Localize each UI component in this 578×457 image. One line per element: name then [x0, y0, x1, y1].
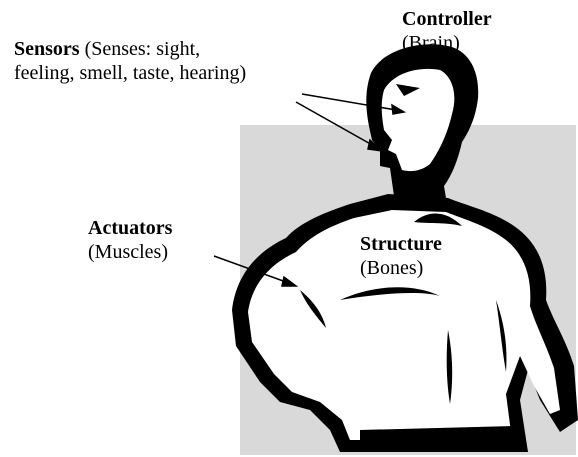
sensors-note-line1: (Senses: sight,	[80, 38, 201, 60]
actuators-note: (Muscles)	[88, 241, 168, 263]
actuators-label: Actuators (Muscles)	[88, 216, 172, 264]
structure-note: (Bones)	[360, 257, 423, 279]
structure-label: Structure (Bones)	[360, 232, 442, 280]
sensors-label: Sensors (Senses: sight, feeling, smell, …	[14, 37, 344, 85]
waist-band-icon	[360, 426, 514, 452]
actuators-title: Actuators	[88, 217, 172, 239]
sensors-note-line2: feeling, smell, taste, hearing)	[14, 62, 246, 84]
sensors-title: Sensors	[14, 38, 80, 60]
controller-title: Controller	[402, 8, 492, 30]
structure-title: Structure	[360, 233, 442, 255]
controller-label: Controller (Brain)	[402, 7, 492, 55]
controller-note: (Brain)	[402, 32, 460, 54]
